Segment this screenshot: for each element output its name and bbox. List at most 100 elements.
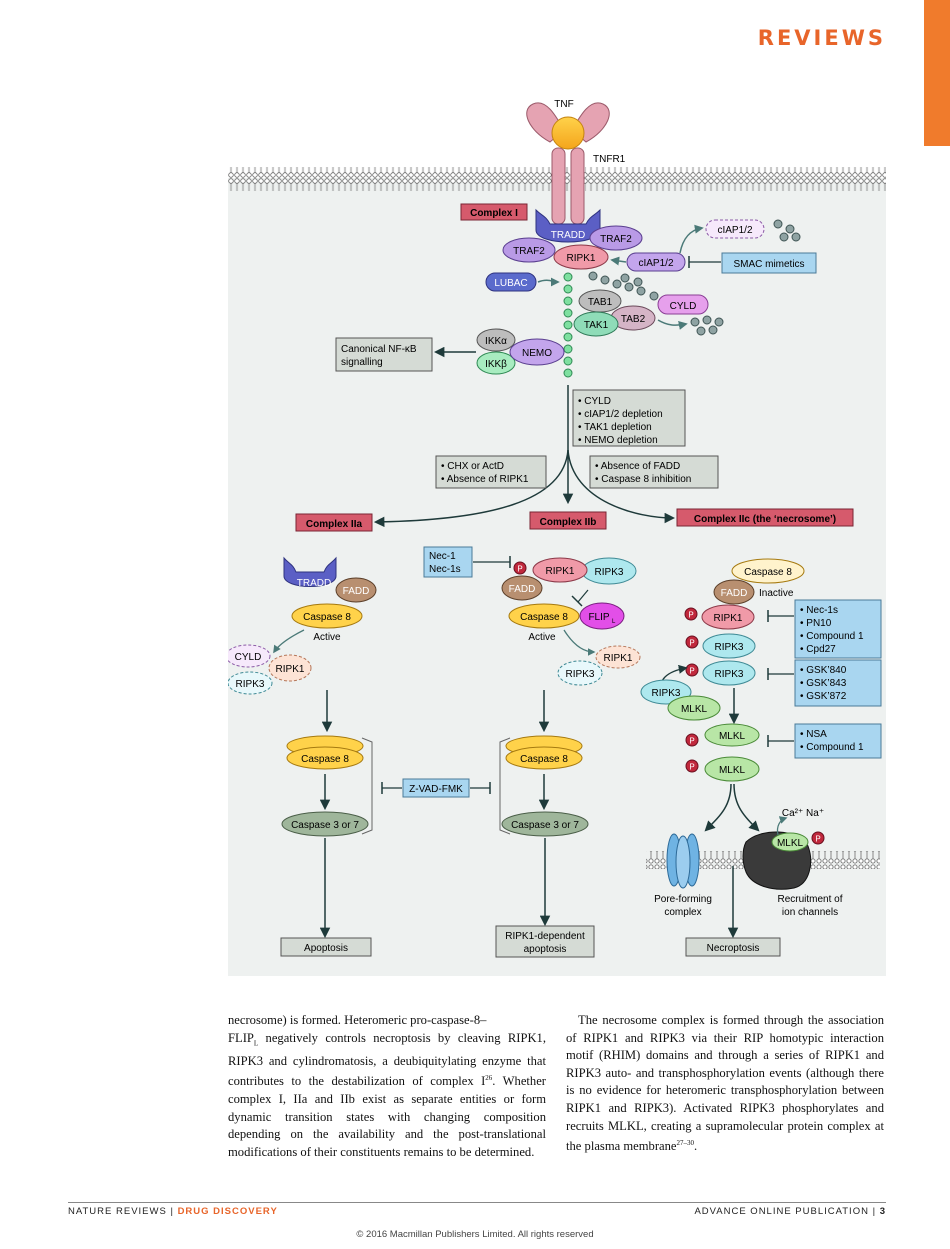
ripk1-c1-label: RIPK1 (567, 253, 596, 264)
ripk1-inhibitors-box (794, 599, 882, 659)
pore-line1: Pore-forming (654, 894, 712, 905)
inh-r1-2: • PN10 (800, 618, 832, 629)
cond-right-1: • Absence of FADD (595, 461, 680, 472)
phospho-mlkl-membrane-label: P (815, 835, 820, 844)
col1-text-c: . Whether complex I, IIa and IIb exist a… (228, 1074, 546, 1159)
page-number: 3 (879, 1206, 886, 1217)
col1-ref: 26 (485, 1074, 493, 1083)
complex-iib-tag (529, 511, 607, 530)
ripk3-cleaved-iib (557, 660, 603, 686)
inh-r1-4: • Cpd27 (800, 644, 836, 655)
pathway-svg: TNF TNFR1 Complex I TRADD TRAF2 TRAF2 RI… (228, 99, 886, 976)
iib-outcome-line2: apoptosis (524, 944, 567, 955)
complex-iia-title: Complex IIa (306, 519, 363, 530)
casp8-iib-label: Caspase 8 (520, 612, 568, 623)
mlkl-b-label: MLKL (719, 731, 746, 742)
caspase37-iib (501, 811, 589, 837)
nec1-line2: Nec-1s (429, 564, 461, 575)
cond-left-2: • Absence of RIPK1 (441, 474, 529, 485)
ciap-arrow (679, 224, 704, 254)
tak1-label: TAK1 (584, 320, 609, 331)
complex-i-title: Complex I (470, 208, 518, 219)
ikk-alpha (476, 328, 516, 352)
caspase8-inactive (731, 558, 805, 584)
casp8-iic-label: Caspase 8 (744, 567, 792, 578)
fadd-iic-label: FADD (721, 588, 748, 599)
conditions-left-box (435, 455, 547, 489)
cond-left-1: • CHX or ActD (441, 461, 504, 472)
ripk1-iic-label: RIPK1 (714, 613, 743, 624)
inh-ml-1: • NSA (800, 729, 827, 740)
ripk3-dashed-iib-label: RIPK3 (566, 669, 595, 680)
bracket-iia (361, 737, 373, 835)
body-column-right: The necrosome complex is formed through … (566, 1012, 884, 1156)
nec1-box (423, 546, 473, 578)
body-column-left: necrosome) is formed. Heteromeric pro-ca… (228, 1012, 546, 1161)
ripk1-iic (701, 604, 755, 630)
necroptosis-box (685, 937, 781, 957)
inh-r1-1: • Nec-1s (800, 605, 838, 616)
col2-text-b: . (694, 1139, 698, 1154)
copyright: © 2016 Macmillan Publishers Limited. All… (356, 1229, 594, 1240)
casp8-iia-label: Caspase 8 (303, 612, 351, 623)
ciap-label: cIAP1/2 (638, 258, 673, 269)
phospho-mlkla-label: P (689, 737, 694, 746)
traf2-left (502, 237, 556, 263)
inh-r3-1: • GSK’840 (800, 665, 847, 676)
apoptosis-label: Apoptosis (304, 943, 348, 954)
ripk1-apoptosis-box (495, 925, 595, 958)
caspase8-iia (291, 603, 363, 629)
ions-label: Ca²⁺ Na⁺ (782, 808, 824, 819)
cyld-complex-i (657, 294, 709, 315)
ripk3-a-label: RIPK3 (715, 642, 744, 653)
ripk1-complex-i (553, 244, 609, 270)
iib-cleave-arrow (563, 629, 596, 656)
complex-iic-title: Complex IIc (the ‘necrosome’) (694, 514, 836, 525)
inh-r3-3: • GSK’872 (800, 691, 847, 702)
mlkl-iic-b (704, 723, 760, 747)
complex-iia-tag (295, 513, 373, 532)
ripk1-cleaved-iib (595, 645, 641, 669)
mlkl-membrane-label: MLKL (777, 838, 804, 849)
phospho-ripk1-label: P (688, 611, 693, 620)
nfkb-line1: Canonical NF-κB (341, 344, 417, 355)
flip-inhibition-line (577, 589, 589, 603)
nemo-label: NEMO (522, 348, 552, 359)
ciap-top-label: cIAP1/2 (717, 225, 752, 236)
fadd-iic (713, 579, 755, 605)
nfkb-line2: signalling (341, 357, 383, 368)
recruit-line1: Recruitment of (777, 894, 842, 905)
mlkl-to-channel-arrow (733, 783, 760, 832)
cond-mid-4: • NEMO depletion (578, 435, 658, 446)
traf2-right-label: TRAF2 (600, 234, 632, 245)
footer-separator: | (166, 1206, 178, 1217)
complex-iib-title: Complex IIb (540, 517, 597, 528)
caspase37-iia (281, 811, 369, 837)
apoptosis-box (280, 937, 372, 957)
casp8-lower-iib-label: Caspase 8 (520, 754, 568, 765)
tnf-receptor (526, 102, 610, 225)
inh-r3-2: • GSK’843 (800, 678, 847, 689)
mlkl-inhibitors-box (794, 723, 882, 759)
nec1-line1: Nec-1 (429, 551, 456, 562)
pathway-diagram: TNF TNFR1 Complex I TRADD TRAF2 TRAF2 RI… (228, 90, 886, 976)
col1-text-b: negatively controls necroptosis by cleav… (228, 1030, 546, 1089)
section-tab (924, 0, 950, 146)
section-title: REVIEWS (757, 26, 886, 50)
tradd-label: TRADD (551, 230, 585, 241)
phospho-iib-label: P (517, 565, 522, 574)
inactive-label: Inactive (759, 588, 794, 599)
traf2-left-label: TRAF2 (513, 246, 545, 257)
ripk3-inhibitors-box (794, 659, 882, 707)
inh-ml-2: • Compound 1 (800, 742, 864, 753)
caspase8-dimer-iib (505, 746, 583, 770)
fadd-iib-label: FADD (509, 584, 536, 595)
col1-flip: FLIP (228, 1030, 254, 1045)
subjournal-name: DRUG DISCOVERY (177, 1206, 278, 1217)
cond-right-2: • Caspase 8 inhibition (595, 474, 691, 485)
active-iib-label: Active (528, 632, 556, 643)
phospho-ripk3b-label: P (689, 667, 694, 676)
col2-ref: 27–30 (676, 1139, 695, 1148)
fadd-iia-label: FADD (343, 586, 370, 597)
mlkl-iic-c (704, 756, 760, 782)
